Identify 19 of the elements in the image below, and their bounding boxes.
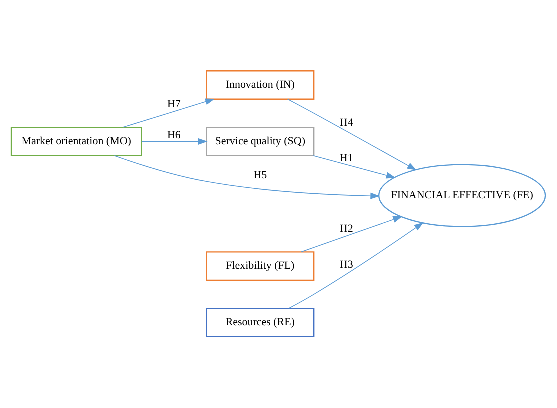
edge-label: H2 bbox=[340, 222, 354, 235]
arrow bbox=[301, 216, 403, 253]
arrow bbox=[287, 98, 417, 171]
node-box: Resources (RE) bbox=[206, 308, 315, 338]
arrow bbox=[288, 222, 424, 310]
arrow bbox=[141, 138, 208, 145]
node-box: Flexibility (FL) bbox=[206, 252, 315, 282]
arrow bbox=[313, 155, 396, 179]
arrow bbox=[122, 98, 215, 128]
edge-label: H4 bbox=[340, 117, 354, 130]
arrow bbox=[114, 155, 380, 200]
node-box: Innovation (IN) bbox=[206, 70, 315, 100]
node-box: Market orientation (MO) bbox=[10, 126, 142, 156]
edge-label: H1 bbox=[340, 152, 354, 164]
node-box: Service quality (SQ) bbox=[206, 126, 315, 156]
edge-label: H5 bbox=[254, 170, 268, 182]
edge-label: H6 bbox=[167, 130, 181, 142]
edge-label: H3 bbox=[340, 259, 354, 272]
edge-label: H7 bbox=[167, 98, 181, 110]
